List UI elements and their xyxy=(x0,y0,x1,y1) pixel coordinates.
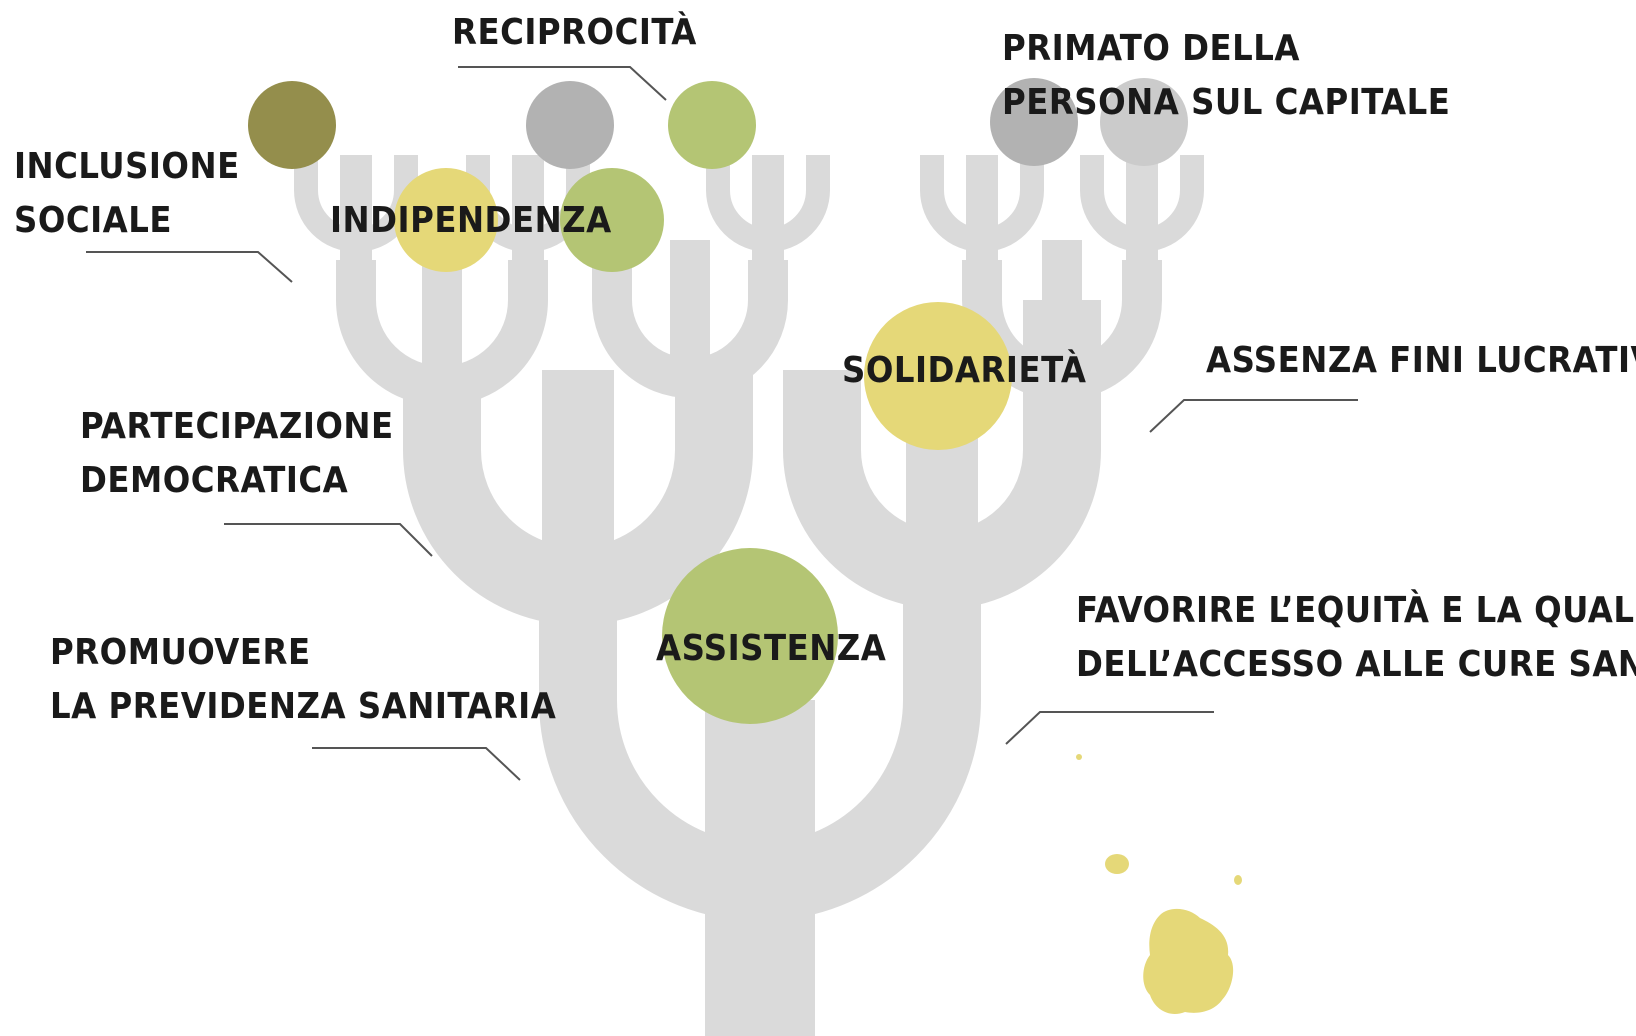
label-indipendenza-text: Indipendenza xyxy=(330,200,612,241)
label-favorire-line1: Favorire l’equità e la qualità xyxy=(1076,590,1636,631)
leader-favorire xyxy=(1005,711,1214,745)
circle-green-mid xyxy=(560,168,664,272)
label-partecipazione: Partecipazione democratica xyxy=(80,400,394,508)
label-primato: Primato della persona sul capitale xyxy=(1002,22,1450,130)
label-assistenza: Assistenza xyxy=(656,622,886,676)
label-promuovere: Promuovere la previdenza sanitaria xyxy=(50,626,556,734)
circle-green-top xyxy=(668,81,756,169)
label-inclusione-line2: sociale xyxy=(14,200,172,241)
label-partecipazione-line2: democratica xyxy=(80,460,349,501)
circle-solidarieta xyxy=(864,302,1012,450)
label-promuovere-line1: Promuovere xyxy=(50,632,311,673)
label-solidarieta-text: Solidarietà xyxy=(842,350,1087,391)
label-assenza-text: Assenza fini lucrativi xyxy=(1206,340,1636,381)
circle-indipendenza xyxy=(394,168,498,272)
paint-splash-small xyxy=(1105,854,1129,874)
leader-assenza xyxy=(1149,399,1358,433)
label-favorire-line2: dell’accesso alle cure sanitarie xyxy=(1076,644,1636,685)
circle-grey-2 xyxy=(990,78,1078,166)
paint-splash-large xyxy=(1143,908,1234,1015)
label-reciprocita: Reciprocità xyxy=(452,6,697,60)
paint-dot-1 xyxy=(1076,754,1082,760)
circle-olive xyxy=(248,81,336,169)
label-solidarieta: Solidarietà xyxy=(842,344,1086,398)
leader-partecipazione xyxy=(224,523,433,557)
circle-assistenza xyxy=(662,548,838,724)
label-inclusione: Inclusione sociale xyxy=(14,140,240,248)
left-main-fork xyxy=(403,370,753,625)
label-inclusione-line1: Inclusione xyxy=(14,146,240,187)
label-assenza: Assenza fini lucrativi xyxy=(1206,334,1636,388)
leader-inclusione xyxy=(86,251,293,283)
left-sec-fork-a xyxy=(336,260,548,406)
paint-dot-2 xyxy=(1234,875,1242,885)
leader-promuovere xyxy=(312,747,521,781)
label-favorire: Favorire l’equità e la qualità dell’acce… xyxy=(1076,584,1636,692)
label-promuovere-line2: la previdenza sanitaria xyxy=(50,686,557,727)
label-primato-line1: Primato della xyxy=(1002,28,1300,69)
right-main-fork xyxy=(783,300,1101,609)
label-reciprocita-text: Reciprocità xyxy=(452,12,697,53)
label-assistenza-text: Assistenza xyxy=(656,628,887,669)
label-indipendenza: Indipendenza xyxy=(330,194,612,248)
circle-grey-1 xyxy=(526,81,614,169)
trunk-fork xyxy=(539,560,981,921)
label-partecipazione-line1: Partecipazione xyxy=(80,406,394,447)
leader-reciprocita xyxy=(458,66,667,101)
label-primato-line2: persona sul capitale xyxy=(1002,82,1451,123)
circle-grey-3 xyxy=(1100,78,1188,166)
